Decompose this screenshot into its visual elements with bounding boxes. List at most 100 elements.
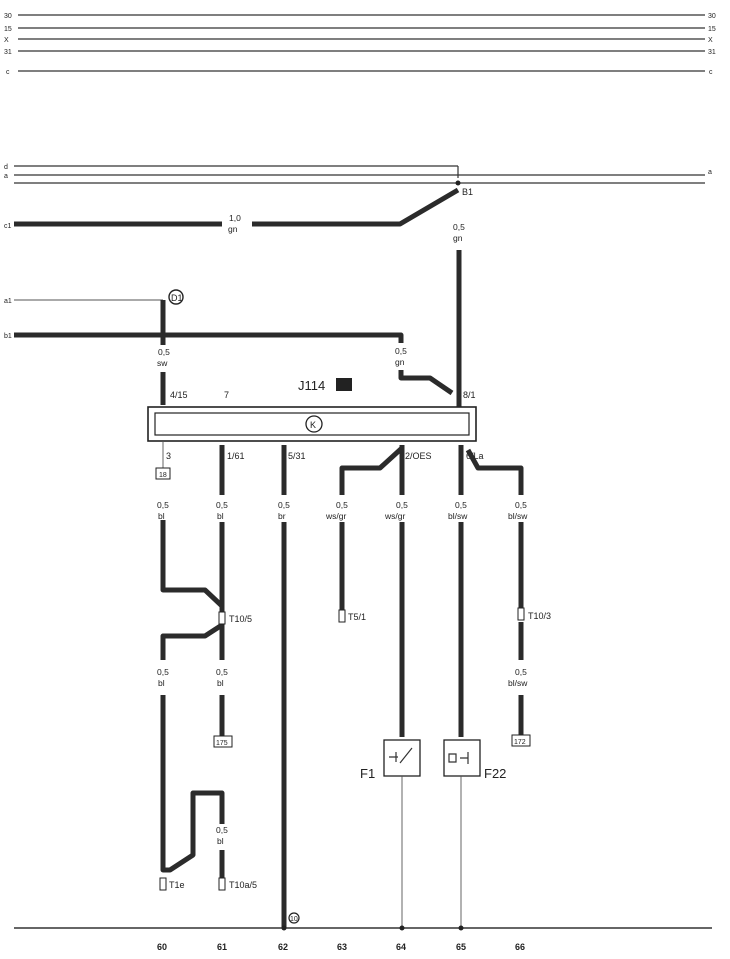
lower-color-66: bl/sw <box>508 678 528 688</box>
plug-k-circle <box>305 415 323 433</box>
branch-size-60: 0,5 <box>157 500 169 510</box>
junction-dot <box>399 925 405 931</box>
switch-f22-label: F22 <box>484 766 506 781</box>
pin-bottom-5: 5/31 <box>288 451 306 461</box>
branch-size-64: 0,5 <box>396 500 408 510</box>
ref-10-label: 10 <box>290 916 298 923</box>
connector-t10a-5: T10a/5 <box>229 880 257 890</box>
column-numbers: 60 61 62 63 64 65 66 <box>157 942 525 952</box>
rail-label-right: 30 <box>708 13 716 20</box>
ref-box-172 <box>511 734 531 747</box>
connector-symbol <box>218 611 226 625</box>
lower-color-61: bl <box>217 678 224 688</box>
column-66: 66 <box>515 942 525 952</box>
branch-color-60: bl <box>158 511 165 521</box>
pin-bottom-2: 2/OES <box>405 451 432 461</box>
pin-bottom-1: 1/61 <box>227 451 245 461</box>
branch-size-61: 0,5 <box>216 500 228 510</box>
connector-symbol <box>159 877 167 891</box>
entry-label-b1: b1 <box>4 333 12 340</box>
switch-f22-symbol <box>448 752 469 764</box>
wire-b1b-color: gn <box>395 357 405 367</box>
connectors: T10/5 T5/1 T10/3 T1e T10a/5 175 172 <box>159 607 551 891</box>
node-b1-label: B1 <box>462 187 473 197</box>
pin-bottom-6: 6/La <box>466 451 484 461</box>
wire-c1-size: 1,0 <box>229 213 241 223</box>
wire-c1-right <box>252 187 460 227</box>
branch-color-61: bl <box>217 511 224 521</box>
connector-t5-1: T5/1 <box>348 612 366 622</box>
junction-dot <box>458 925 464 931</box>
wire-63-upper <box>339 446 404 495</box>
switch-f1-box <box>383 739 421 777</box>
switches: F1 F22 <box>360 739 506 928</box>
switch-f1-symbol <box>389 747 413 764</box>
wire-b1-color: gn <box>453 233 463 243</box>
branch-color-64: ws/gr <box>384 511 405 521</box>
wire-d1-color: sw <box>157 358 168 368</box>
wire-66-upper <box>465 448 524 495</box>
lower-size-60: 0,5 <box>157 667 169 677</box>
connector-symbol <box>218 877 226 891</box>
connector-t10-3: T10/3 <box>528 611 551 621</box>
pin-top-7: 7 <box>224 390 229 400</box>
wire-b1-size: 0,5 <box>453 222 465 232</box>
column-64: 64 <box>396 942 406 952</box>
branch-size-63: 0,5 <box>336 500 348 510</box>
wire-b1-entry: b1 0,5 gn <box>4 332 454 396</box>
rail-label-right: X <box>708 37 713 44</box>
junction-dot <box>281 925 287 931</box>
column-62: 62 <box>278 942 288 952</box>
connector-symbol <box>338 609 346 623</box>
column-65: 65 <box>456 942 466 952</box>
column-63: 63 <box>337 942 347 952</box>
rail-label-left: 15 <box>4 26 12 33</box>
rail-label-right: 31 <box>708 49 716 56</box>
branch-color-62: br <box>278 511 286 521</box>
rail-label-a: a <box>4 173 8 180</box>
wire-b1b-size: 0,5 <box>395 346 407 356</box>
ref-18-label: 18 <box>159 472 167 479</box>
wire-b1-horizontal <box>14 332 404 343</box>
lower-color-60: bl <box>158 678 165 688</box>
wire-d1-size: 0,5 <box>158 347 170 357</box>
lower-size-61b: 0,5 <box>216 825 228 835</box>
branch-size-65: 0,5 <box>455 500 467 510</box>
ref-172-label: 172 <box>514 739 526 746</box>
lower-color-61b: bl <box>217 836 224 846</box>
control-unit-j114: J114 4/15 7 8/1 K 3 1/61 5/31 2/OES 6/La <box>147 378 484 461</box>
wire-c1: c1 1,0 gn <box>4 187 460 234</box>
column-61: 61 <box>217 942 227 952</box>
plug-k-label: K <box>310 420 316 430</box>
branch-size-62: 0,5 <box>278 500 290 510</box>
switch-f1-label: F1 <box>360 766 375 781</box>
mid-rails: d a a <box>4 164 712 184</box>
branch-color-63: ws/gr <box>325 511 346 521</box>
lower-size-66: 0,5 <box>515 667 527 677</box>
control-unit-label: J114 <box>298 378 325 393</box>
branch-wires: 18 10 0,5 bl 0,5 bl 0,5 br 0,5 <box>155 441 528 928</box>
connector-symbol <box>517 607 525 621</box>
top-rails: 30 15 X 31 c 30 15 X 31 c <box>4 13 716 76</box>
wire-60-lower-a <box>160 622 224 660</box>
wire-a1: a1 D1 0,5 sw <box>4 289 184 405</box>
node-d1-label: D1 <box>171 293 183 303</box>
rail-label-left: X <box>4 37 9 44</box>
control-unit-symbol <box>336 378 352 391</box>
pin-top-8: 8/1 <box>463 390 476 400</box>
node-d1-circle <box>168 289 184 305</box>
branch-color-65: bl/sw <box>448 511 468 521</box>
entry-label-c1: c1 <box>4 223 12 230</box>
node-b1: B1 0,5 gn <box>453 180 473 408</box>
rail-label-left: 31 <box>4 49 12 56</box>
column-60: 60 <box>157 942 167 952</box>
branch-size-66: 0,5 <box>515 500 527 510</box>
wire-60-upper <box>160 520 224 608</box>
rail-label-right: 15 <box>708 26 716 33</box>
connector-t10-5: T10/5 <box>229 614 252 624</box>
ground-10-circle <box>288 912 300 924</box>
pin-bottom-3: 3 <box>166 451 171 461</box>
ref-175-label: 175 <box>216 740 228 747</box>
wire-b1-to-pin8 <box>398 370 454 396</box>
ref-box-175 <box>213 735 233 748</box>
